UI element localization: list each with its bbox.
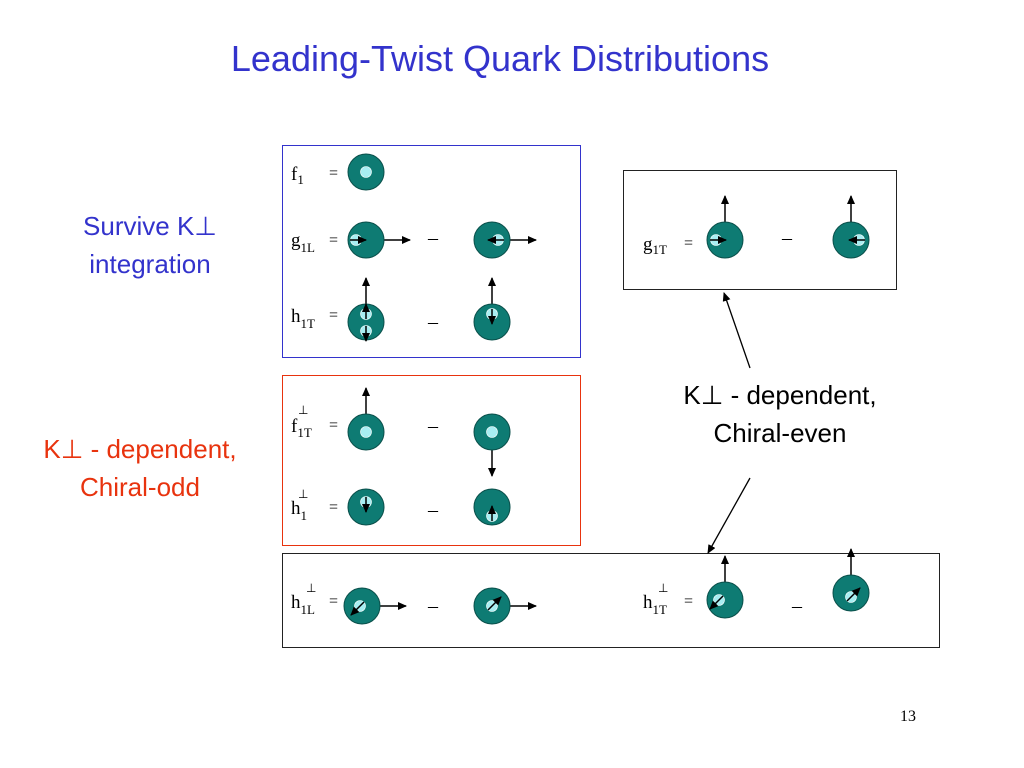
nucleon-diagrams	[343, 153, 870, 625]
quark-dot	[360, 426, 372, 438]
h1-perp-box	[282, 553, 940, 648]
h1l-perp-equals: =	[329, 593, 338, 610]
h1l-perp-label: h1L	[291, 592, 315, 617]
survive-label-line1: Survive K⊥	[83, 211, 217, 241]
chiral-odd-box	[282, 375, 581, 546]
h1t-equals: =	[329, 307, 338, 324]
f1t-perp-minus: –	[427, 415, 439, 437]
g1t-minus: –	[781, 227, 793, 249]
f1t-perp-label: f1T	[291, 416, 312, 440]
h1-perp-label: h1	[291, 498, 307, 523]
quark-spin-arrow	[350, 601, 365, 616]
slide-title: Leading-Twist Quark Distributions	[230, 38, 770, 79]
survive-label: Survive K⊥ integration	[40, 207, 260, 283]
h1l-perp-minus: –	[427, 595, 439, 617]
f1t-perp-symbol: ⊥	[298, 403, 308, 417]
g1l-minus: –	[427, 227, 439, 249]
f1-label: f1	[291, 164, 304, 187]
h1t-perp-minus: –	[791, 595, 803, 617]
page-number: 13	[900, 708, 916, 725]
nucleon-circle	[706, 581, 744, 619]
h1t-minus: –	[427, 311, 439, 333]
g1t-box	[623, 170, 897, 290]
chiral-odd-label-line2: Chiral-odd	[80, 472, 200, 502]
f1t-perp-equals: =	[329, 417, 338, 434]
integrable-box	[282, 145, 581, 358]
h1-perp-minus: –	[427, 499, 439, 521]
quark-spin-arrow	[846, 587, 861, 602]
quark-dot	[486, 426, 498, 438]
g1l-label: g1L	[291, 230, 315, 255]
quark-dot	[360, 166, 372, 178]
chiral-even-label: K⊥ - dependent, Chiral-even	[640, 376, 920, 452]
pointer-line-lower	[707, 477, 751, 554]
h1-perp-equals: =	[329, 499, 338, 516]
h1t-label: h1T	[291, 306, 315, 331]
g1t-equals: =	[684, 235, 693, 252]
h1-perp-symbol: ⊥	[298, 487, 308, 501]
h1l-perp-symbol: ⊥	[306, 581, 316, 595]
h1t-perp-symbol: ⊥	[658, 581, 668, 595]
survive-label-line2: integration	[89, 249, 211, 279]
chiral-odd-label: K⊥ - dependent, Chiral-odd	[10, 430, 270, 506]
quark-spin-arrow	[487, 596, 502, 611]
g1l-equals: =	[329, 232, 338, 249]
chiral-even-label-line1: K⊥ - dependent,	[683, 380, 877, 410]
h1t-perp-label: h1T	[643, 592, 667, 617]
chiral-even-label-line2: Chiral-even	[713, 418, 847, 448]
g1t-label: g1T	[643, 234, 667, 257]
pointer-line-upper	[722, 292, 751, 369]
h1t-perp-equals: =	[684, 593, 693, 610]
quark-spin-arrow	[709, 595, 724, 610]
f1-equals: =	[329, 165, 338, 182]
chiral-odd-label-line1: K⊥ - dependent,	[43, 434, 237, 464]
